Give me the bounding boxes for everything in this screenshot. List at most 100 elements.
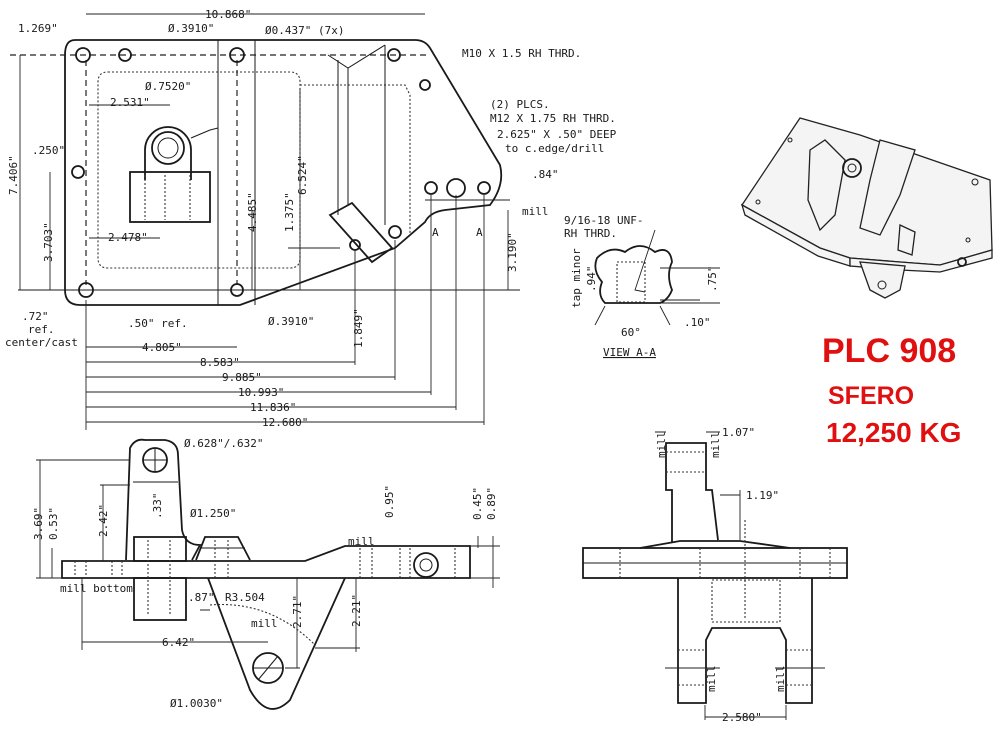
dim-642: 6.42": [162, 636, 195, 649]
section-a-right: A: [476, 226, 483, 239]
rib: [327, 44, 386, 225]
lower-lug: [207, 577, 346, 710]
dim-4485: 4.485": [246, 192, 259, 232]
isometric-view: [740, 117, 993, 299]
label-thread-m12: M12 X 1.75 RH THRD.: [490, 112, 616, 125]
inner-pocket-right: [300, 84, 411, 235]
hole: [75, 47, 91, 63]
label-plcs: (2) PLCS.: [490, 98, 550, 111]
label-thread-unf: 9/16-18 UNF-: [564, 214, 643, 227]
dim-2531: 2.531": [110, 96, 150, 109]
label-radius: R3.504: [225, 591, 265, 604]
counterbore: [446, 178, 466, 198]
label-hole-bottom: Ø.3910": [268, 315, 314, 328]
label-mill-top: mill: [348, 535, 375, 548]
label-thread-rh: RH THRD.: [564, 227, 617, 240]
dim-107: 1.07": [722, 426, 755, 439]
label-mill-right-top: mill: [709, 432, 722, 459]
hole-m12: [477, 181, 491, 195]
label-hole-7x: Ø0.437" (7x): [265, 24, 344, 37]
tapped-hole: [616, 261, 646, 303]
top-view: 10.868" 1.269" Ø.3910" Ø0.437" (7x) M10 …: [5, 8, 617, 430]
label-mill-left-leg: mill: [705, 666, 718, 693]
top-dimension-lines: [19, 13, 510, 430]
boss: [129, 126, 219, 223]
dim-369: 3.69": [32, 507, 45, 540]
dim-242: 2.42": [97, 504, 110, 537]
rib-foot: [328, 201, 394, 264]
dim-7406: 7.406": [7, 155, 20, 195]
dim-1375: 1.375": [283, 192, 296, 232]
front-view: 1.07" mill mill 1.19" mill mill 2.580": [582, 426, 848, 724]
section-a-left: A: [432, 226, 439, 239]
label-mill: mill: [522, 205, 549, 218]
hole: [71, 165, 85, 179]
side-plate: [61, 545, 471, 579]
label-counterbore: 2.625" X .50" DEEP: [497, 128, 617, 141]
hole: [229, 47, 245, 63]
dim-1849: 1.849": [352, 308, 365, 348]
dim-095: 0.95": [383, 485, 396, 518]
label-thread-m10: M10 X 1.5 RH THRD.: [462, 47, 581, 60]
front-legs: [677, 578, 813, 704]
label-mill-left-top: mill: [655, 432, 668, 459]
dim-6524: 6.524": [296, 155, 309, 195]
hole: [387, 48, 401, 62]
lower-block: [133, 577, 187, 621]
baseline-dim: 9.885": [222, 371, 262, 384]
dim-045: 0.45": [471, 487, 484, 520]
dim-87: .87": [188, 591, 215, 604]
label-ref: ref.: [28, 323, 55, 336]
baseline-dim: 10.993": [238, 386, 284, 399]
hole: [230, 283, 244, 297]
label-hole-small: Ø.3910": [168, 22, 214, 35]
label-boss: Ø1.250": [190, 507, 236, 520]
upper-lug: [125, 438, 202, 561]
section-outline: [594, 245, 673, 304]
dim-94: .94": [585, 266, 598, 293]
dim-50-ref: .50" ref.: [128, 317, 188, 330]
hole: [388, 225, 402, 239]
side-view: Ø.628"/.632" 3.69" 0.53" 2.42" .33" Ø1.2…: [32, 437, 500, 710]
label-center-cast: center/cast: [5, 336, 78, 349]
weight: 12,250 KG: [826, 417, 961, 448]
dim-72: .72": [22, 310, 49, 323]
dim-overall-width: 10.868": [205, 8, 251, 21]
baseline-dim: 4.805": [142, 341, 182, 354]
view-a-a: 9/16-18 UNF- RH THRD. tap minor .94" .75…: [564, 214, 720, 359]
baseline-dim: 11.836": [250, 401, 296, 414]
dim-75: .75": [706, 266, 719, 293]
dim-221: 2.21": [350, 594, 363, 627]
front-stem: [665, 442, 719, 542]
label-mill-bottom: mill bottom: [60, 582, 133, 595]
end-hole: [413, 552, 439, 578]
baseline-dim: 12.680": [262, 416, 308, 429]
material: SFERO: [828, 382, 914, 410]
part-number: PLC 908: [822, 332, 956, 370]
dim-84: .84": [532, 168, 559, 181]
dim-089: 0.89": [485, 487, 498, 520]
dim-250: .250": [32, 144, 65, 157]
label-lug-hole: Ø1.0030": [170, 697, 223, 710]
dim-2580: 2.580": [722, 711, 762, 724]
label-tap-minor: tap minor: [570, 248, 583, 308]
baseline-dim: 8.583": [200, 356, 240, 369]
label-pin-hole: Ø.628"/.632": [184, 437, 263, 450]
front-fillet: [639, 540, 791, 549]
label-counterbore-note: to c.edge/drill: [505, 142, 604, 155]
dim-left-offset: 1.269": [18, 22, 58, 35]
boss-block: [133, 536, 187, 562]
angle-60: 60°: [621, 326, 641, 339]
hole-m10: [419, 79, 431, 91]
label-mill-right-leg: mill: [774, 666, 787, 693]
label-boss-dia: Ø.7520": [145, 80, 191, 93]
dim-2478: 2.478": [108, 231, 148, 244]
hole: [78, 282, 94, 298]
dim-053: 0.53": [47, 507, 60, 540]
label-mill-radius: mill: [251, 617, 278, 630]
dim-119: 1.19": [746, 489, 779, 502]
hole: [118, 48, 132, 62]
hole: [349, 239, 361, 251]
